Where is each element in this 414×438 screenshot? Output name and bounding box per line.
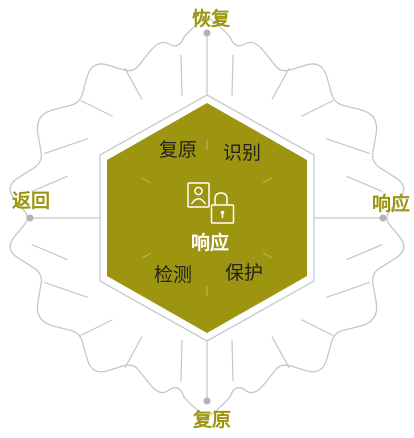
- core-hexagon: [107, 103, 307, 333]
- petal-separators: [31, 54, 383, 382]
- axis-nodes: [26, 29, 387, 405]
- inner-label-top-left: 复原: [159, 139, 197, 161]
- inner-label-top-right: 识别: [223, 142, 261, 164]
- outer-label-right: 响应: [372, 192, 410, 215]
- inner-label-bottom-left: 检测: [154, 264, 192, 286]
- outer-label-bottom: 复原: [192, 408, 231, 431]
- person-lock-icon: [187, 182, 235, 224]
- axis-lines: [30, 34, 382, 400]
- node-left: [26, 214, 34, 222]
- inner-hexagon-ticks: [141, 140, 273, 296]
- center-label: 响应: [191, 231, 229, 254]
- outer-label-top: 恢复: [192, 7, 231, 30]
- node-right: [379, 214, 387, 222]
- outer-label-left: 返回: [12, 190, 50, 212]
- node-top: [203, 29, 211, 37]
- outer-petal-ring: [9, 16, 405, 418]
- inner-label-bottom-right: 保护: [225, 262, 263, 284]
- node-bottom: [203, 397, 211, 405]
